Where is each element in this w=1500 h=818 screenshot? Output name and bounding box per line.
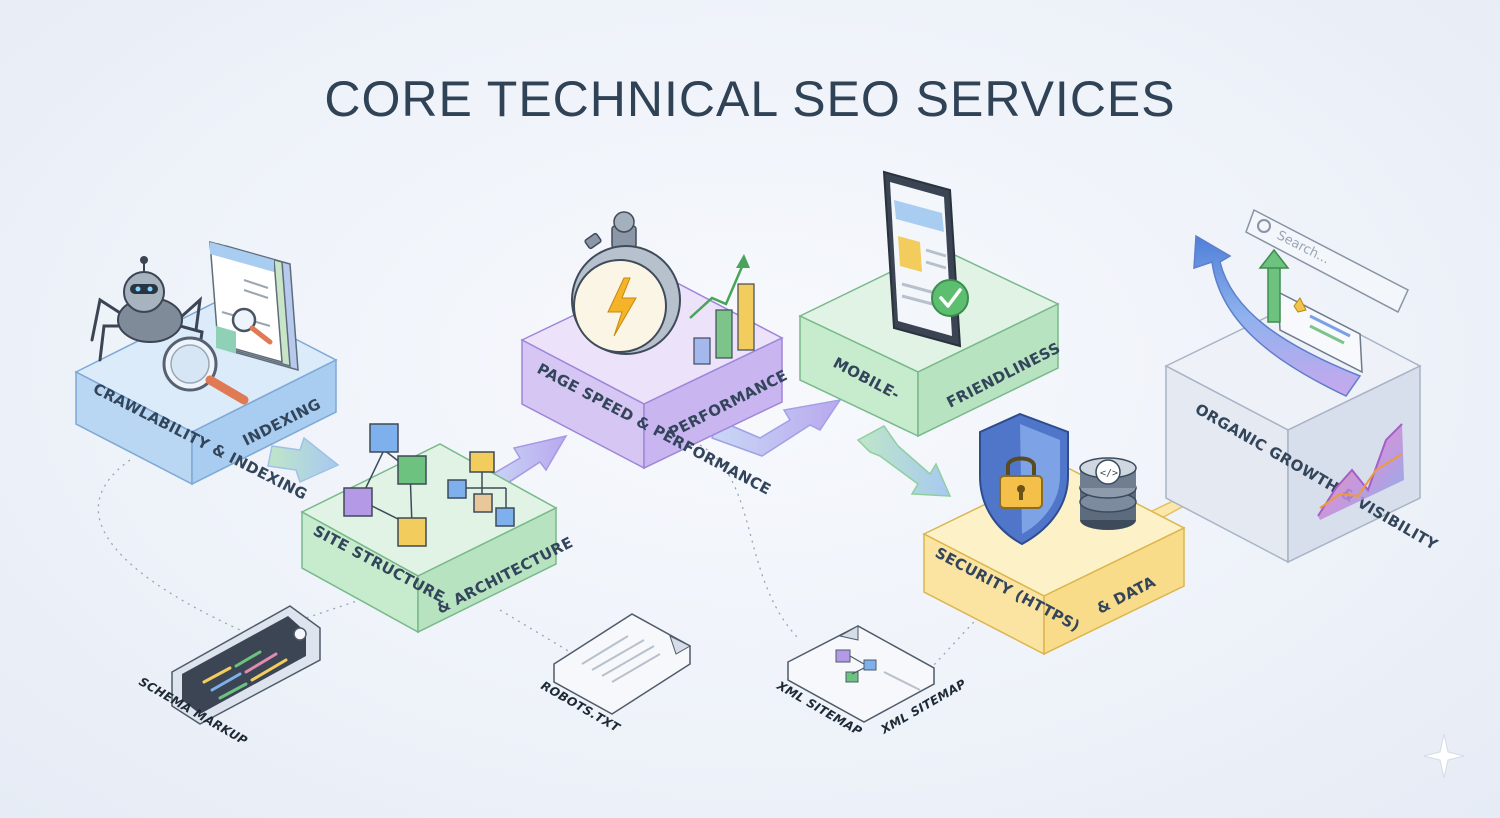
green-up-arrow-icon bbox=[1258, 248, 1290, 323]
doc-schema-markup: SCHEMA MARKUP bbox=[137, 605, 321, 748]
growth-arrow-icon bbox=[1193, 234, 1362, 397]
database-icon: </> bbox=[1079, 457, 1137, 530]
stopwatch-icon bbox=[571, 211, 681, 355]
document-stack-icon bbox=[209, 240, 299, 372]
flow-arrow-3 bbox=[711, 398, 842, 457]
doc-xml-sitemap: XML SITEMAP XML SITEMAP bbox=[774, 625, 969, 739]
svg-text:</>: </> bbox=[1100, 468, 1118, 479]
block-mobile: MOBILE- FRIENDLINESS bbox=[798, 170, 1063, 438]
sparkle-icon bbox=[1423, 733, 1465, 779]
bar-chart-icon bbox=[689, 254, 755, 365]
search-icon bbox=[1257, 219, 1271, 233]
spider-robot-icon bbox=[90, 256, 204, 362]
sitemap-cubes-icon bbox=[343, 423, 515, 547]
block-security: SECURITY (HTTPS) & DATA </> bbox=[922, 412, 1186, 656]
flow-arrow-1 bbox=[267, 436, 340, 484]
page-title: CORE TECHNICAL SEO SERVICES bbox=[324, 71, 1176, 127]
smartphone-icon bbox=[882, 170, 969, 348]
magnifier-icon bbox=[162, 336, 249, 405]
block-page-speed: PAGE SPEED & PERFORMANCE PERFORMANCE bbox=[520, 211, 791, 499]
area-chart-icon bbox=[1317, 423, 1404, 520]
shield-lock-icon bbox=[979, 412, 1069, 546]
block-organic-growth: ORGANIC GROWTH & VISIBILITY Search... bbox=[1164, 208, 1442, 564]
flow-arrow-4 bbox=[856, 425, 952, 497]
doc-robots-txt: ROBOTS.TXT bbox=[539, 613, 692, 735]
